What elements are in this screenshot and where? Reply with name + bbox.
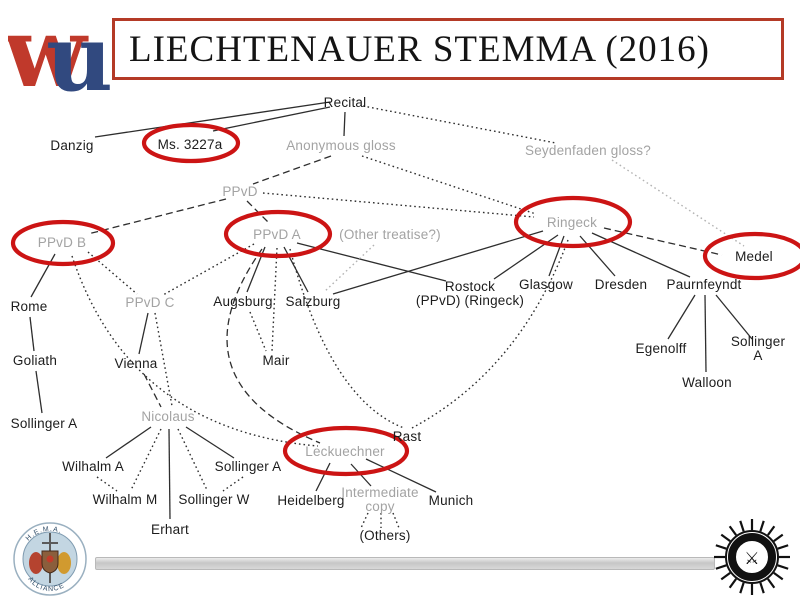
node-mair: Mair — [262, 352, 290, 368]
edge-ppvd-ppvd-b — [87, 198, 227, 235]
edge-leckuechner-intermediate-copy — [350, 463, 372, 487]
coalition-spikes — [714, 519, 790, 595]
node-recital: Recital — [323, 94, 367, 110]
edge-ringeck-glasgow — [548, 235, 565, 277]
svg-text:w: w — [8, 0, 89, 100]
node-augsburg: Augsburg — [213, 293, 273, 309]
node-seydenfaden-gloss: Seydenfaden gloss? — [525, 142, 651, 158]
node-ppvd-c: PPvD C — [125, 294, 175, 310]
node-ppvd: PPvD — [222, 183, 258, 199]
node-sollinger-a-left: Sollinger A — [10, 415, 78, 431]
node-rome: Rome — [10, 298, 48, 314]
node-munich: Munich — [428, 492, 474, 508]
node-rast: Rast — [392, 428, 422, 444]
title-box: LIECHTENAUER STEMMA (2016) — [112, 18, 784, 80]
node-medel: Medel — [735, 248, 773, 264]
edge-ringeck-rast — [411, 239, 569, 429]
node-other-treatise: (Other treatise?) — [339, 226, 441, 242]
edge-paurnfeyndt-sollinger-a-right — [715, 294, 753, 340]
edge-ppvd-a-salzburg — [283, 246, 309, 293]
node-vienna: Vienna — [114, 355, 158, 371]
node-sollinger-a-right: Sollinger A — [730, 333, 786, 363]
edge-ppvd-a-leckuechner — [226, 248, 321, 444]
edge-ppvd-a-augsburg — [246, 246, 266, 293]
edge-nicolaus-sollinger-w — [177, 428, 208, 491]
hema-lion-right — [57, 552, 71, 574]
node-ringeck: Ringeck — [546, 214, 598, 230]
wiktenauer-logo-glyph: w u — [3, 0, 113, 112]
edge-ringeck-paurnfeyndt — [591, 232, 691, 278]
node-leckuechner: Leckuechner — [305, 443, 385, 459]
node-danzig: Danzig — [50, 137, 94, 153]
edge-nicolaus-sollinger-a-mid — [185, 426, 235, 459]
divider-bar — [95, 557, 715, 570]
edge-ppvd-b-rome — [30, 253, 56, 298]
martial-arts-coalition-logo: ⚔ — [712, 517, 792, 600]
node-goliath: Goliath — [12, 352, 58, 368]
edge-ppvd-c-nicolaus — [154, 312, 173, 407]
node-ppvd-a: PPvD A — [253, 226, 301, 242]
node-dresden: Dresden — [594, 276, 648, 292]
edge-anonymous-gloss-ringeck — [361, 155, 537, 215]
edge-ppvd-c-vienna — [138, 312, 149, 355]
edge-ringeck-medel — [603, 227, 723, 256]
edge-ppvd-b-ppvd-c — [87, 251, 138, 295]
edge-rome-goliath — [29, 316, 35, 352]
edge-augsburg-mair — [249, 311, 267, 352]
node-ms3227a: Ms. 3227a — [157, 136, 223, 152]
edge-other-treatise-salzburg — [323, 244, 375, 293]
edge-nicolaus-wilhalm-m — [130, 428, 162, 491]
edge-intermediate-copy-others — [360, 512, 369, 529]
edge-goliath-sollinger-a-left — [35, 370, 43, 414]
edge-sollinger-a-mid-sollinger-w — [222, 476, 244, 492]
edge-leckuechner-heidelberg — [315, 462, 331, 492]
hema-lion-left — [29, 552, 43, 574]
edge-ppvd-a-mair — [271, 247, 278, 352]
edge-recital-danzig — [94, 101, 331, 138]
edge-ppvd-a-rostock — [296, 242, 447, 282]
hema-alliance-logo: H.E.M.A. ALLIANCE — [12, 521, 88, 600]
svg-text:u: u — [46, 4, 112, 100]
node-wilhalm-a: Wilhalm A — [62, 458, 124, 474]
node-ppvd-b: PPvD B — [37, 234, 87, 250]
node-anonymous-gloss: Anonymous gloss — [286, 137, 396, 153]
node-salzburg: Salzburg — [285, 293, 341, 309]
node-walloon: Walloon — [682, 374, 732, 390]
edge-vienna-nicolaus — [143, 373, 162, 408]
node-glasgow: Glasgow — [519, 276, 573, 292]
edge-recital-anonymous-gloss — [343, 111, 346, 137]
node-nicolaus: Nicolaus — [141, 408, 195, 424]
node-rostock: Rostock (PPvD) (Ringeck) — [415, 278, 525, 308]
node-heidelberg: Heidelberg — [277, 492, 345, 508]
edge-wilhalm-a-wilhalm-m — [96, 476, 118, 492]
edge-ppvd-a-ppvd-c — [162, 243, 255, 296]
edge-ppvd-b-leckuechner — [71, 255, 319, 447]
edge-ppvd-ppvd-a — [246, 200, 271, 225]
node-sollinger-w: Sollinger W — [178, 491, 250, 507]
node-wilhalm-m: Wilhalm M — [92, 491, 158, 507]
node-erhart: Erhart — [151, 521, 189, 537]
edge-seydenfaden-gloss-medel — [611, 159, 745, 247]
node-sollinger-a-mid: Sollinger A — [214, 458, 282, 474]
node-egenolff: Egenolff — [635, 340, 687, 356]
edge-intermediate-copy-others — [392, 512, 400, 529]
edge-ringeck-dresden — [579, 235, 616, 277]
node-others: (Others) — [359, 527, 411, 543]
edge-paurnfeyndt-egenolff — [667, 294, 696, 340]
crossed-swords-icon: ⚔ — [744, 549, 759, 569]
node-intermediate-copy: Intermediate copy — [341, 484, 419, 514]
edge-ppvd-ringeck — [262, 192, 535, 218]
edge-ringeck-rostock — [493, 234, 559, 280]
edge-nicolaus-erhart — [168, 428, 171, 520]
edge-anonymous-gloss-ppvd — [252, 155, 332, 185]
wiktenauer-logo: w u — [3, 0, 113, 112]
edge-nicolaus-wilhalm-a — [105, 426, 152, 459]
edge-ppvd-a-rast — [289, 248, 405, 429]
page-title: LIECHTENAUER STEMMA (2016) — [129, 28, 710, 70]
node-paurnfeyndt: Paurnfeyndt — [666, 276, 742, 292]
edge-paurnfeyndt-walloon — [704, 294, 707, 373]
edge-recital-ms3227a — [212, 106, 331, 132]
